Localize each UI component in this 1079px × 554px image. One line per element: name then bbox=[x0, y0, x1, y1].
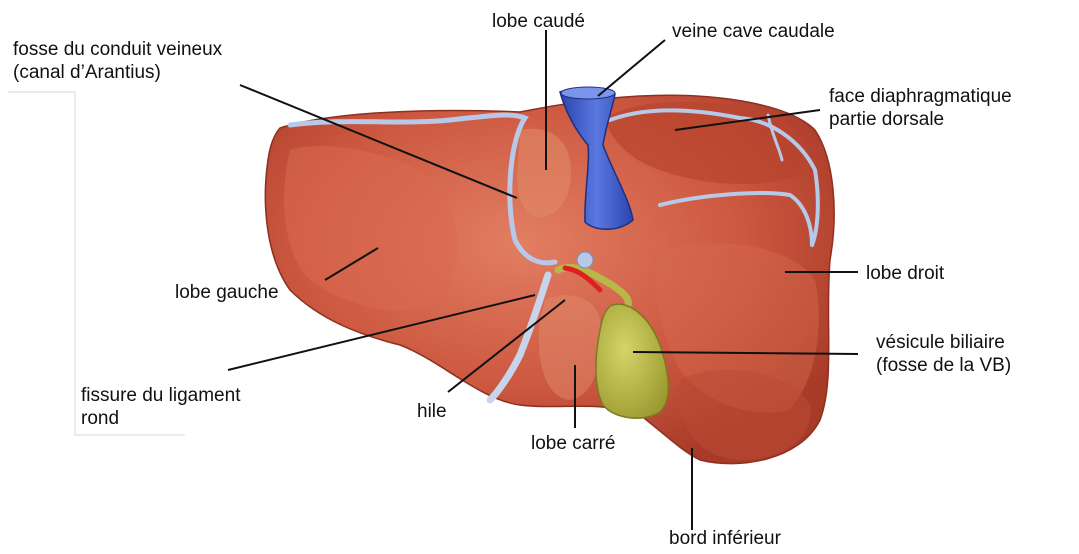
label-lobe-gauche: lobe gauche bbox=[175, 281, 279, 304]
label-vesicule: vésicule biliaire (fosse de la VB) bbox=[876, 331, 1011, 377]
label-fissure: fissure du ligament rond bbox=[81, 384, 240, 430]
label-veine-cave: veine cave caudale bbox=[672, 20, 835, 43]
label-hile: hile bbox=[417, 400, 447, 423]
label-fosse-conduit: fosse du conduit veineux (canal d’Aranti… bbox=[13, 38, 222, 84]
label-lobe-carre: lobe carré bbox=[531, 432, 616, 455]
leader-veine-cave bbox=[598, 40, 665, 96]
label-bord-inferieur: bord inférieur bbox=[669, 527, 781, 550]
label-face-diaphragmatique: face diaphragmatique partie dorsale bbox=[829, 85, 1012, 131]
hilum-vessel bbox=[577, 252, 593, 268]
label-lobe-droit: lobe droit bbox=[866, 262, 944, 285]
label-lobe-caude: lobe caudé bbox=[492, 10, 585, 33]
